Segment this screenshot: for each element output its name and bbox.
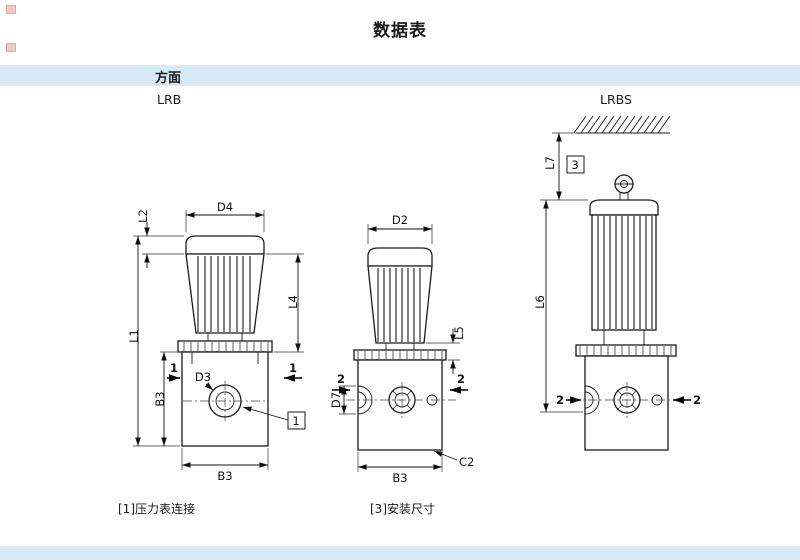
mount-callout-box [566,155,585,174]
variant-label-lrbs: LRBS [600,92,632,107]
bottom-band [0,546,800,560]
dim-label-l7: L7 [543,156,557,170]
variant-label-lrb: LRB [157,92,182,107]
footnote-mounting-dimensions: [3]安装尺寸 [370,502,435,516]
section-header-label: 方面 [155,71,182,86]
lrbs-knob-body [591,214,657,331]
dim-label-d3: D3 [195,370,211,384]
lrbs-section-label-left: 2 [556,393,564,407]
dim-label-c2: C2 [459,455,474,469]
page-edge-marker [6,5,16,14]
dim-label-l4: L4 [286,295,300,309]
side-dimensions: D2 L5 2 2 D7 B3 C2 [329,213,474,485]
dim-label-d2: D2 [392,213,408,227]
page-edge-marker [6,43,16,52]
dim-label-b3-bottom: B3 [217,469,232,483]
lrbs-section-label-right: 2 [693,393,701,407]
dim-label-d7: D7 [329,392,343,408]
lrbs-view [571,115,682,451]
page-title: 数据表 [373,21,427,41]
dim-label-b3-side: B3 [153,391,167,406]
lrb-dimensions: D4 L2 L1 L4 B3 1 1 D3 [127,200,306,483]
dim-label-l2: L2 [136,209,150,223]
section-label-1-right: 1 [289,361,297,375]
footnote-gauge-connection: [1]压力表连接 [118,502,195,516]
lrb-front-view [177,235,273,447]
lrb-knob-cap [185,235,265,255]
section-header-band: 方面 [0,65,800,86]
dim-label-l1: L1 [127,329,141,343]
section-label-1-left: 1 [170,361,178,375]
mounting-wall-hatching [573,115,671,134]
gauge-callout-label: 1 [292,414,299,428]
mount-callout-label: 3 [571,158,578,172]
side-knob-cap [367,247,433,267]
dim-label-d4: D4 [217,200,233,214]
section-label-2-left: 2 [337,372,345,386]
dim-label-b3: B3 [392,471,407,485]
gauge-callout-box [287,411,306,430]
lrbs-knob-cap [589,199,659,216]
dim-label-l6: L6 [533,295,547,309]
lrb-lock-collar [177,340,273,353]
lrbs-lock-collar [575,344,677,357]
lrb-side-view [346,247,456,451]
dim-label-l5: L5 [452,326,466,340]
lrbs-dimensions: L7 3 L6 2 2 [533,132,701,413]
lrb-knob-ribs [197,256,251,332]
section-label-2-right: 2 [457,372,465,386]
